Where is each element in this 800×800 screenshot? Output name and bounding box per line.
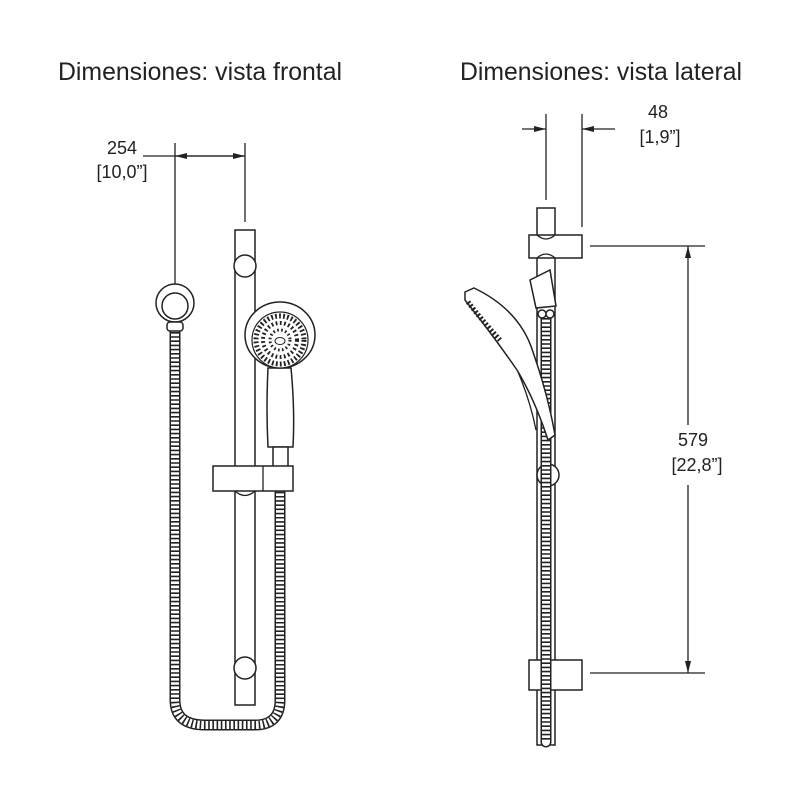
side-width-dimension-line [522,114,615,227]
side-height-mm: 579 [678,430,708,450]
side-width-inches: [1,9”] [639,127,680,147]
side-hose [537,309,555,748]
wall-outlet [155,283,195,332]
side-view: Dimensiones: vista lateral 48 [1,9”] 579… [460,58,742,748]
front-dimension-inches: [10,0”] [96,162,147,182]
front-slider [212,465,294,497]
front-dimension-mm: 254 [107,138,137,158]
side-view-title: Dimensiones: vista lateral [460,58,742,86]
front-dimension-line [143,143,246,300]
front-view-title: Dimensiones: vista frontal [58,58,342,86]
side-hand-shower [464,268,557,442]
front-view: Dimensiones: vista frontal 254 [10,0”] [58,58,342,731]
front-hose [169,326,286,731]
front-hand-shower [244,301,316,468]
side-height-dimension-line [590,245,705,674]
side-height-inches: [22,8”] [671,455,722,475]
side-width-mm: 48 [648,102,668,122]
